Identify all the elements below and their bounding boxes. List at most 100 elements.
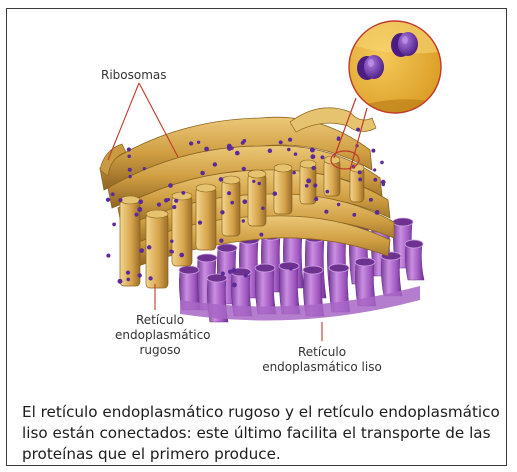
ribosome-dot [380,161,384,165]
smooth-er-tube-opening [255,264,275,272]
ribosome-dot [294,152,298,156]
ribosome-dot [306,178,311,183]
rough-er-tube-top [146,210,168,218]
ribosome-dot [135,213,139,217]
smooth-er-tube-opening [405,240,423,248]
ribosome-dot [139,248,144,253]
rough-er-tube-top [274,164,292,172]
ribosome-dot [170,239,173,242]
ribosome-dot [292,171,296,175]
ribosome-dot [288,138,292,142]
smooth-er-label-line: Retículo [247,345,397,360]
ribosome-dot [375,210,380,215]
ribosome-dot [111,192,115,196]
ribosome-dot [128,168,132,172]
ribosome-dot [228,269,233,274]
rough-er-tube [248,174,266,226]
ribosomes-label: Ribosomas [101,68,167,83]
ribosome-dot [189,141,193,145]
ribosome-dot [213,162,217,166]
ribosome-dot [279,140,283,144]
ribosome-dot [287,148,291,152]
ribosome-dot [227,191,231,195]
ribosome-dot [198,220,202,224]
smooth-er-tube-opening [355,258,375,266]
smooth-er-tube [381,256,402,296]
ribosome-dot [137,207,142,212]
ribosome-dot [273,191,278,196]
ribosome-dot [138,199,143,204]
ribosome-dot [118,279,123,284]
ribosome-dot [356,128,360,132]
ribosome-dot [252,180,255,183]
rough-er-tube-top [222,176,240,184]
ribosome-dot [148,276,152,280]
zoomed-ribosome-2 [391,32,418,57]
ribosome-dot [310,148,315,153]
ribosome-dot [126,278,130,282]
rough-er-tube [222,180,240,236]
ribosome-dot [230,201,234,205]
ribosome-dot [313,183,317,187]
ribosome-dot [181,191,185,195]
ribosome-dot [268,149,272,153]
smooth-er-tube [405,244,424,280]
ribosome-dot [241,141,245,145]
ribosome-dot [147,245,151,249]
smooth-er-tube-opening [329,264,349,272]
ribosome-dot [128,175,131,178]
ribosome-dot [106,198,110,202]
ribosome-dot [143,167,146,170]
rough-er-label-line: endoplasmático [115,328,205,343]
ribosome-dot [219,239,223,243]
rough-er-label-line: Retículo [115,313,205,328]
ribosome-dot [337,137,341,141]
ribosome-dot [232,283,237,288]
ribosome-dot [172,205,176,209]
rough-er-label-line: rugoso [115,343,205,358]
ribosome-dot [127,155,131,159]
ribosome-dot [242,199,247,204]
ribosome-dot [112,223,116,227]
ribosome-dot [371,149,375,153]
ribosome-dot [259,233,263,237]
ribosome-dot [324,210,328,214]
ribosome-dot [168,183,173,188]
ribosome-dot [126,270,130,274]
ribosome-dot [337,203,340,206]
ribosome-dot [310,154,315,159]
ribosome-dot [373,178,377,182]
smooth-er-tube-opening [393,218,413,226]
ribosome-dot [200,171,205,176]
ribosome-dot [382,183,385,186]
rough-er-tube [274,168,292,214]
smooth-er-tube-opening [179,266,199,274]
ribosome-dot [169,250,173,254]
ribosome-dot [204,147,209,152]
ribosome-dot [242,219,245,222]
ribosome-dot [235,151,240,156]
caption-line: proteínas que el primero produce. [22,444,500,465]
rough-er-tube [350,168,364,202]
ribosome-dot [174,199,178,203]
rough-er-label: Retículo endoplasmático rugoso [115,313,205,358]
ribosome-dot [219,177,224,182]
ribosome-dot [167,198,170,201]
rough-er-tube [196,188,216,250]
ribosome-dot [157,203,161,207]
ribosome-dot [325,190,329,194]
smooth-er-tube-opening [279,262,299,270]
rough-er-tube-top [248,170,266,178]
smooth-er-label: Retículo endoplasmático liso [247,345,397,375]
ribosome-dot [242,167,246,171]
ribosome-dot [221,271,225,275]
ribosome-dot [227,144,232,149]
ribosome-dot [257,182,260,185]
figure-caption: El retículo endoplasmático rugoso y el r… [22,402,500,465]
ribosome-dot [138,273,142,277]
ribosome-dot [358,177,362,181]
ribosome-dot [358,170,362,174]
zoomed-ribosome-1 [357,55,384,80]
ribosome-dot [320,155,324,159]
ribosome-dot [179,253,184,258]
